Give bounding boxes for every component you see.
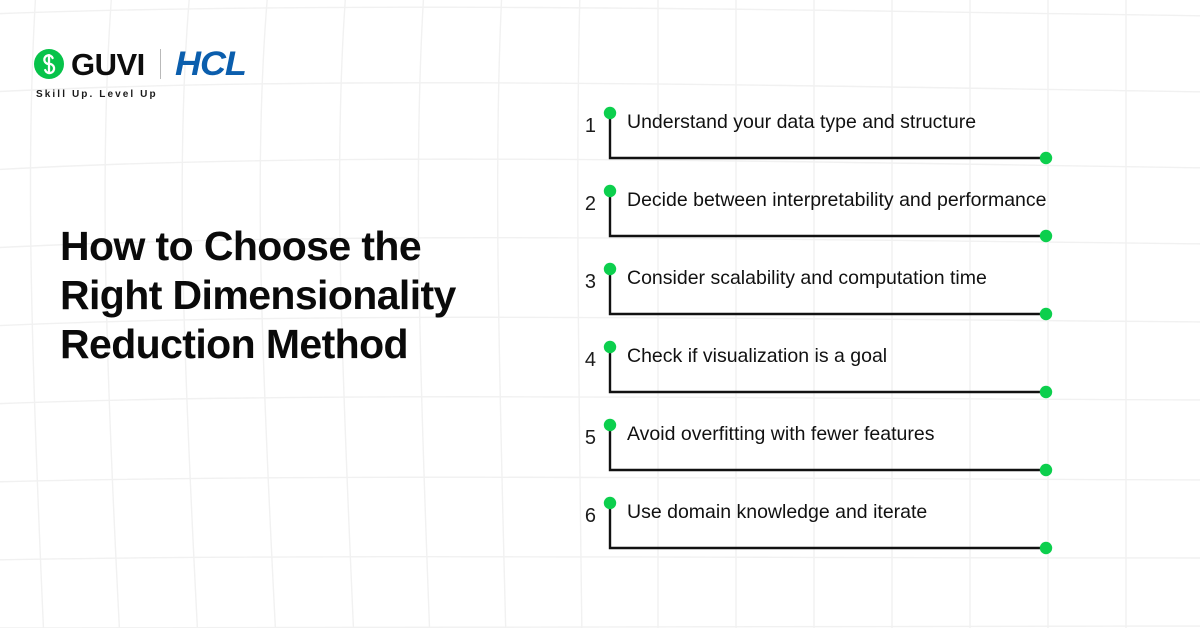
step-bracket-icon [603, 418, 1053, 477]
guvi-wordmark: GUVI [71, 46, 145, 82]
step-label: Avoid overfitting with fewer features [627, 423, 935, 445]
list-item: 2 Decide between interpretability and pe… [570, 180, 1070, 258]
list-item: 3 Consider scalability and computation t… [570, 258, 1070, 336]
step-number: 4 [584, 349, 596, 371]
step-number: 3 [584, 271, 596, 293]
brand-tagline: Skill Up. Level Up [36, 89, 158, 100]
step-number: 5 [584, 427, 596, 449]
brand-row: GUVI HCL [34, 44, 247, 84]
list-item: 5 Avoid overfitting with fewer features [570, 414, 1070, 492]
list-item: 1 Understand your data type and structur… [570, 102, 1070, 180]
step-number: 1 [584, 115, 596, 137]
step-number: 2 [584, 193, 596, 215]
brand-lockup: GUVI HCL Skill Up. Level Up [34, 44, 247, 100]
page-title: How to Choose the Right Dimensionality R… [60, 223, 456, 368]
list-item: 4 Check if visualization is a goal [570, 336, 1070, 414]
step-label: Understand your data type and structure [627, 111, 977, 133]
step-label: Consider scalability and computation tim… [627, 267, 987, 289]
brand-divider [159, 49, 161, 79]
step-label: Check if visualization is a goal [627, 345, 888, 367]
guvi-g-mark-icon [34, 49, 64, 79]
step-bracket-icon [603, 340, 1053, 399]
step-label: Use domain knowledge and iterate [627, 501, 928, 523]
step-bracket-icon [603, 496, 1053, 555]
step-label: Decide between interpretability and perf… [627, 189, 1047, 211]
hcl-wordmark: HCL [174, 45, 247, 83]
list-item: 6 Use domain knowledge and iterate [570, 492, 1070, 570]
step-number: 6 [584, 505, 596, 527]
